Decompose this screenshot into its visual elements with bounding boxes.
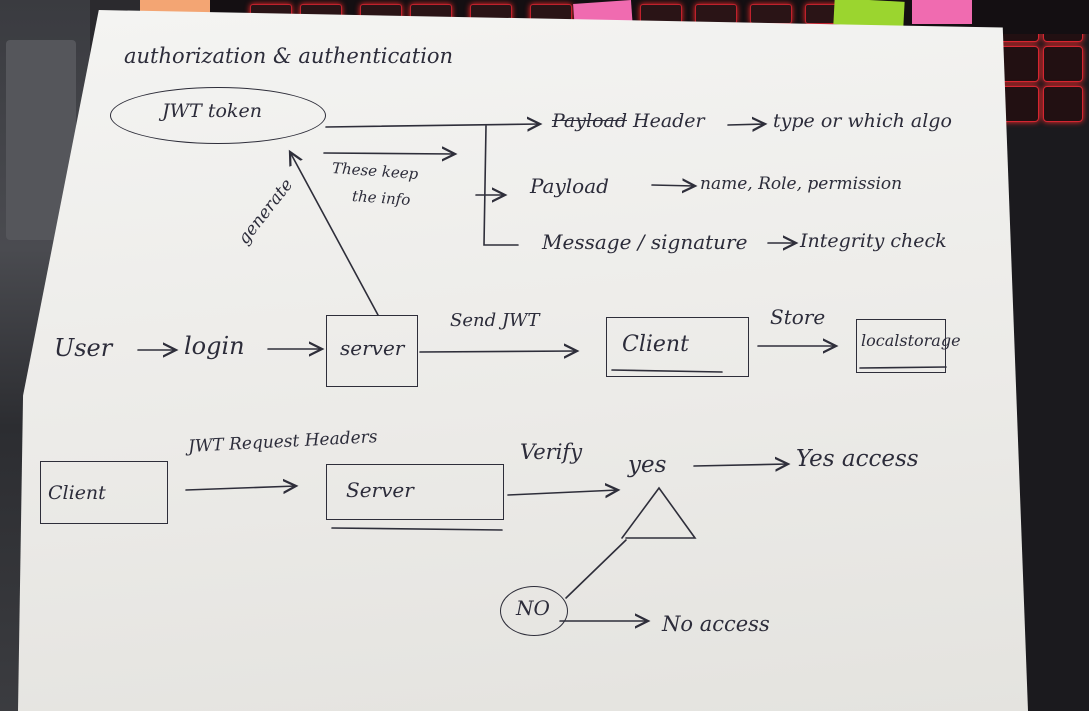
yes-access-label: Yes access (796, 446, 919, 472)
server-box (326, 315, 418, 387)
server-label-verify: Server (346, 478, 414, 502)
arrow-header-desc (727, 124, 765, 125)
no-oval (500, 586, 568, 636)
server-underline (331, 527, 503, 531)
header-description: type or which algo (773, 110, 952, 132)
storage-underline (859, 366, 947, 369)
sticky-note (140, 0, 210, 14)
page-title: authorization & authentication (124, 44, 454, 68)
arrow-server-client (419, 351, 577, 352)
no-label: NO (516, 596, 550, 620)
server-box-verify (326, 464, 504, 520)
arrow-token-to-header (325, 124, 540, 127)
user-label: User (54, 334, 113, 362)
header-label: Header (633, 110, 705, 132)
localstorage-label: localstorage (861, 331, 961, 350)
payload-description: name, Role, permission (700, 174, 903, 194)
jwt-token-oval (110, 87, 326, 144)
jwt-token-label: JWT token (162, 100, 262, 122)
server-label: server (340, 336, 405, 360)
send-jwt-label: Send JWT (450, 310, 540, 331)
arrow-token-note (323, 153, 455, 154)
client-underline (611, 369, 723, 373)
store-label: Store (770, 305, 826, 329)
decision-triangle (621, 486, 697, 539)
branch-bracket (483, 125, 519, 246)
arrow-payload-desc (651, 185, 695, 186)
verify-label: Verify (520, 440, 583, 464)
signature-description: Integrity check (800, 230, 947, 252)
arrow-yes-access (693, 464, 788, 466)
login-label: login (184, 332, 245, 360)
client-box (606, 317, 749, 377)
struck-payload-label: Payload (552, 110, 627, 132)
client-box-verify (40, 461, 168, 524)
client-label-verify: Client (48, 482, 106, 504)
payload-label: Payload (530, 174, 609, 198)
arrow-generate (290, 152, 379, 316)
line-to-no (565, 539, 627, 599)
arrow-client-server (185, 486, 296, 490)
yes-label: yes (628, 452, 667, 478)
arrow-server-verify (507, 490, 618, 495)
no-access-label: No access (662, 612, 770, 636)
keyboard-key (1043, 46, 1083, 82)
client-label: Client (622, 332, 689, 357)
localstorage-box (856, 319, 946, 373)
keyboard-key (1043, 86, 1083, 122)
sticky-note (912, 0, 972, 24)
signature-label: Message / signature (542, 230, 748, 254)
